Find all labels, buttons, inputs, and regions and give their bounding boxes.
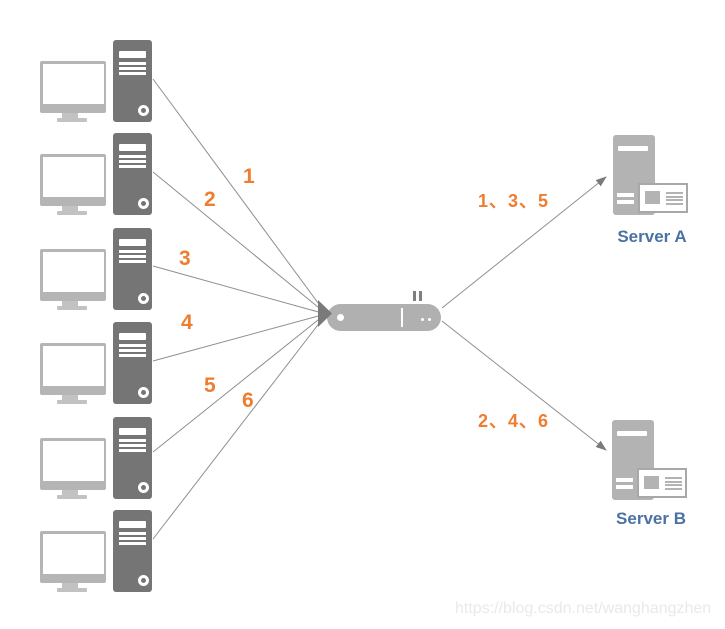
client-link-line-5 xyxy=(152,315,324,453)
server-a-icon xyxy=(613,135,693,220)
power-button-icon xyxy=(138,293,149,304)
monitor-icon xyxy=(40,61,106,123)
watermark-url: https://blog.csdn.net/wanghangzhen xyxy=(455,600,712,617)
client-link-line-3 xyxy=(152,265,323,314)
route-label-server-a: 1、3、5 xyxy=(478,191,550,211)
route-label-server-b: 2、4、6 xyxy=(478,411,550,431)
monitor-icon xyxy=(40,438,106,500)
monitor-icon xyxy=(40,154,106,216)
monitor-icon xyxy=(40,343,106,405)
client-link-line-1 xyxy=(152,78,325,312)
router-inbound-arrowhead-icon xyxy=(318,300,332,327)
client-link-line-6 xyxy=(152,316,325,540)
antenna-icon xyxy=(413,291,416,301)
link-label-3: 3 xyxy=(179,247,191,270)
router-divider xyxy=(401,308,403,327)
router-port-dot xyxy=(421,318,424,321)
client-link-line-4 xyxy=(152,314,323,362)
tower-pc-icon xyxy=(113,417,152,499)
power-button-icon xyxy=(138,575,149,586)
client-link-line-2 xyxy=(152,171,325,313)
route-line-server-a xyxy=(441,176,607,309)
monitor-icon xyxy=(40,531,106,593)
antenna-icon xyxy=(419,291,422,301)
load-balancer-icon xyxy=(327,291,441,331)
link-label-4: 4 xyxy=(181,311,193,334)
link-label-2: 2 xyxy=(204,188,216,211)
client-workstation-2 xyxy=(40,133,155,218)
power-button-icon xyxy=(138,198,149,209)
server-b-icon xyxy=(612,420,692,505)
tower-pc-icon xyxy=(113,322,152,404)
tower-pc-icon xyxy=(113,133,152,215)
client-workstation-6 xyxy=(40,510,155,595)
link-label-1: 1 xyxy=(243,165,255,188)
server-panel-icon xyxy=(638,183,688,213)
tower-pc-icon xyxy=(113,228,152,310)
client-workstation-5 xyxy=(40,417,155,502)
route-line-server-b xyxy=(441,320,607,451)
power-button-icon xyxy=(138,482,149,493)
power-button-icon xyxy=(138,387,149,398)
server-panel-icon xyxy=(637,468,687,498)
server-b-label: Server B xyxy=(616,509,686,528)
power-button-icon xyxy=(138,105,149,116)
server-a-label: Server A xyxy=(617,227,687,246)
client-workstation-3 xyxy=(40,228,155,313)
link-label-6: 6 xyxy=(242,389,254,412)
router-led-icon xyxy=(337,314,344,321)
client-workstation-4 xyxy=(40,322,155,407)
monitor-icon xyxy=(40,249,106,311)
router-port-dot xyxy=(428,318,431,321)
tower-pc-icon xyxy=(113,510,152,592)
link-label-5: 5 xyxy=(204,374,216,397)
tower-pc-icon xyxy=(113,40,152,122)
client-workstation-1 xyxy=(40,40,155,125)
